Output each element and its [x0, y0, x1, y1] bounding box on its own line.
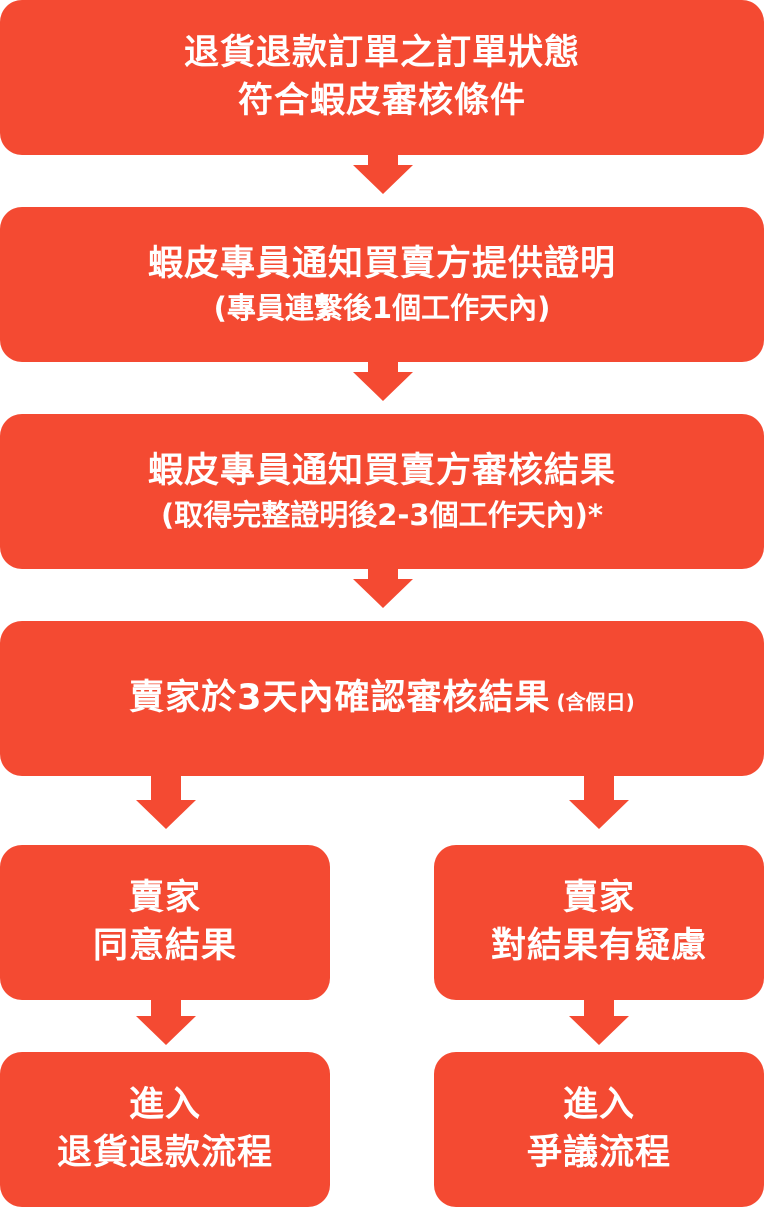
- step-1-line-2: 符合蝦皮審核條件: [237, 80, 526, 121]
- right-decision-line-2: 對結果有疑慮: [490, 925, 707, 966]
- step-4-box: 賣家於3天內確認審核結果 (含假日): [0, 621, 764, 776]
- arrow-down-icon: [569, 776, 629, 829]
- left-decision-line-2: 同意結果: [92, 925, 237, 966]
- step-1-line-1: 退貨退款訂單之訂單狀態: [183, 33, 580, 74]
- left-decision-line-1: 賣家: [128, 878, 201, 919]
- step-4-note: (含假日): [556, 690, 635, 714]
- step-3-line-2: (取得完整證明後2-3個工作天內)*: [160, 497, 604, 532]
- step-2-box: 蝦皮專員通知買賣方提供證明 (專員連繫後1個工作天內): [0, 207, 764, 362]
- left-outcome-line-1: 進入: [128, 1085, 201, 1126]
- left-outcome-box: 進入 退貨退款流程: [0, 1052, 330, 1207]
- right-decision-box: 賣家 對結果有疑慮: [434, 845, 764, 1000]
- left-outcome-line-2: 退貨退款流程: [56, 1132, 273, 1173]
- arrow-down-icon: [136, 1000, 196, 1045]
- arrow-down-icon: [353, 569, 413, 608]
- arrow-down-icon: [353, 155, 413, 194]
- right-outcome-line-1: 進入: [562, 1085, 635, 1126]
- step-3-line-1: 蝦皮專員通知買賣方審核結果: [147, 451, 616, 492]
- arrow-down-icon: [569, 1000, 629, 1045]
- step-2-line-1: 蝦皮專員通知買賣方提供證明: [147, 244, 616, 285]
- step-3-box: 蝦皮專員通知買賣方審核結果 (取得完整證明後2-3個工作天內)*: [0, 414, 764, 569]
- arrow-down-icon: [353, 362, 413, 401]
- step-4-line-1: 賣家於3天內確認審核結果: [129, 677, 551, 718]
- step-1-box: 退貨退款訂單之訂單狀態 符合蝦皮審核條件: [0, 0, 764, 155]
- step-2-line-2: (專員連繫後1個工作天內): [213, 290, 551, 325]
- right-outcome-line-2: 爭議流程: [526, 1132, 671, 1173]
- arrow-down-icon: [136, 776, 196, 829]
- right-outcome-box: 進入 爭議流程: [434, 1052, 764, 1207]
- left-decision-box: 賣家 同意結果: [0, 845, 330, 1000]
- right-decision-line-1: 賣家: [562, 878, 635, 919]
